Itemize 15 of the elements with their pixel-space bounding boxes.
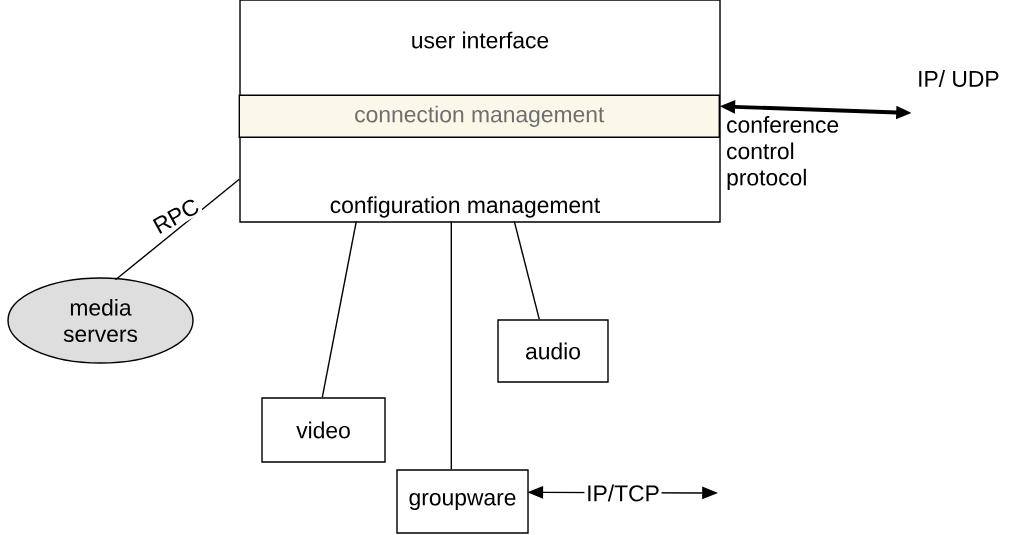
module-box: video [261,397,386,463]
layer-band: connection management [238,94,720,138]
connector-line [114,178,240,281]
edge-label: RPC [148,194,204,238]
edge-label: IP/TCP [584,482,662,504]
component-box [239,0,721,223]
box-label: configuration management [330,196,600,218]
connector-line [450,220,452,470]
module-box: groupware [396,469,529,534]
connector-line [513,220,540,320]
module-box: audio [497,319,609,383]
edge-label: conference control protocol [727,116,839,191]
protocol-text: IP/ UDP [919,70,999,87]
box-label: user interface [412,31,549,49]
connector-line [321,220,357,398]
